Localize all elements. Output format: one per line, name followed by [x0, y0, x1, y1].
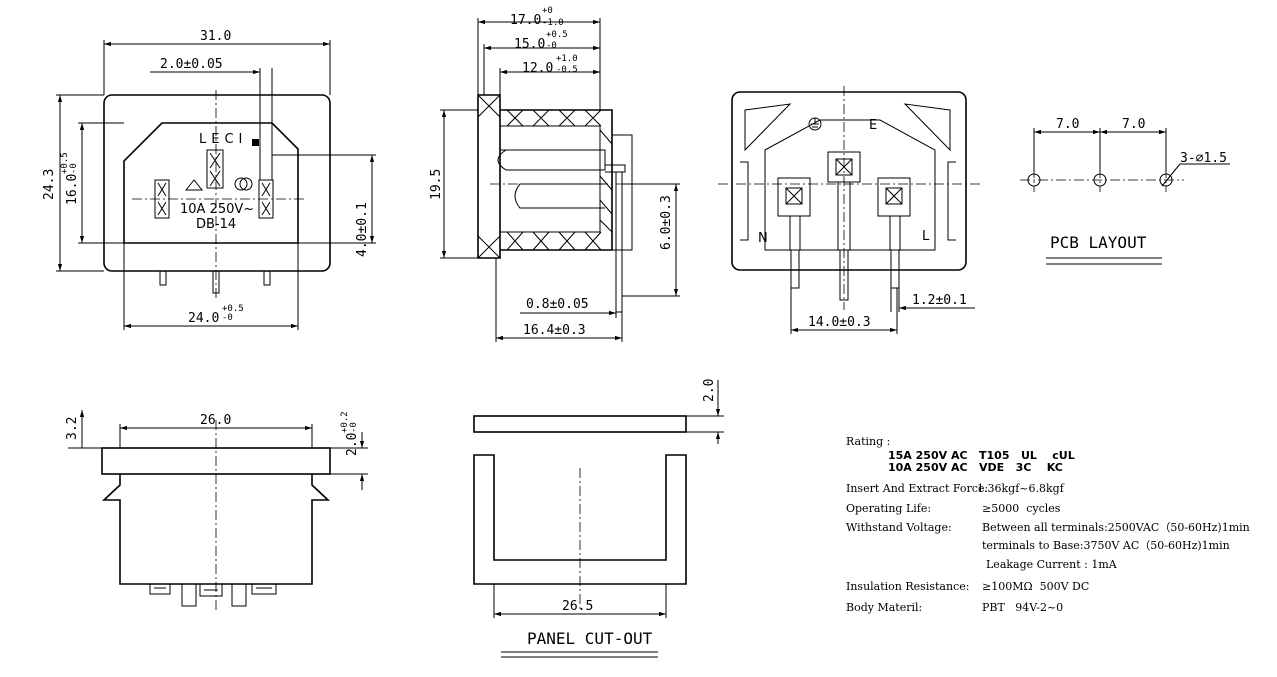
- dim-pcb-holes: 3-∅1.5: [1180, 151, 1227, 166]
- dim-side-12-tol-up: +1.0: [556, 54, 578, 64]
- dim-front-bottom-tol-up: +0.5: [222, 304, 244, 314]
- spec-label-life: Operating Life:: [846, 502, 931, 515]
- dim-pcb-left: 7.0: [1056, 117, 1079, 132]
- dim-front-width: 31.0: [200, 29, 231, 44]
- spec-value-leakage: Leakage Current : 1mA: [986, 558, 1118, 571]
- rear-side-tabs: [740, 161, 956, 241]
- panel-plate: [473, 415, 687, 433]
- dim-side-12-tol-dn: -0.5: [556, 65, 578, 75]
- dim-side-height: 19.5: [429, 169, 444, 200]
- qr-mark: [252, 139, 259, 146]
- spec-label-force: Insert And Extract Force:: [846, 482, 988, 495]
- side-hatch: [506, 109, 613, 251]
- spec-value-withstand-2: terminals to Base:3750V AC（50-60Hz)1min: [982, 539, 1230, 552]
- side-terminal-pin: [615, 171, 623, 313]
- side-clip: [605, 164, 626, 173]
- rear-terminal-live: [877, 177, 911, 289]
- front-brand: LECI: [199, 132, 247, 147]
- dim-side-17-tol-dn: -1.0: [542, 18, 564, 28]
- spec-label-material: Body Materil:: [846, 601, 922, 614]
- dim-front-inner-tol-up: +0.5: [60, 152, 70, 174]
- pcb-layout: 7.0 7.0 3-∅1.5 PCB LAYOUT: [1020, 117, 1230, 265]
- bottom-view: 26.0 3.2 2.0 +0.2 -0: [65, 410, 368, 612]
- specifications: Rating : 15A 250V AC T105 UL cUL 10A 250…: [846, 435, 1250, 614]
- rear-earth-label: E: [869, 118, 877, 133]
- rear-neutral-label: N: [758, 231, 768, 246]
- dim-bottom-thickness: 2.0: [345, 433, 360, 456]
- dim-bottom-tol-up: +0.2: [340, 411, 350, 433]
- rear-corner-latches: [744, 103, 951, 152]
- cert-triangle-icon: [184, 179, 204, 191]
- dim-side-15: 15.0: [514, 37, 545, 52]
- dim-front-bottom-tol-dn: -0: [222, 313, 233, 323]
- dim-side-12: 12.0: [522, 61, 553, 76]
- dim-front-inner-height: 16.0: [65, 174, 80, 205]
- rear-view: E N L 14.0±0.3 1.2±0.1: [718, 86, 980, 334]
- dim-side-17-tol-up: +0: [542, 6, 553, 16]
- dim-panel-thickness: 2.0: [702, 379, 717, 402]
- dim-bottom-width: 26.0: [200, 413, 231, 428]
- front-flange-outline: [103, 94, 331, 272]
- side-wall: [500, 109, 612, 251]
- dim-front-inner-tol-dn: -0: [69, 163, 79, 174]
- spec-value-force: 1.36kgf~6.8kgf: [977, 482, 1065, 495]
- panel-cutout: 2.0 26.5 PANEL CUT-OUT: [473, 379, 724, 658]
- side-flange-hatch: [477, 94, 501, 259]
- spec-rating-label: Rating :: [846, 435, 890, 448]
- dim-side-15-tol-up: +0.5: [546, 30, 568, 40]
- spec-rating-line1: 15A 250V AC T105 UL cUL: [888, 449, 1075, 462]
- spec-value-material: PBT 94V-2~0: [982, 601, 1063, 614]
- front-pin-center: [206, 149, 224, 189]
- earth-symbol-lines: [811, 118, 819, 128]
- pcb-layout-title: PCB LAYOUT: [1050, 233, 1147, 252]
- dim-side-6: 6.0±0.3: [659, 195, 674, 250]
- rear-terminal-neutral: [777, 177, 811, 289]
- side-view: 17.0 +0 -1.0 15.0 +0.5 -0 12.0 +1.0 -0.5…: [429, 6, 680, 342]
- dim-bottom-flange: 3.2: [65, 417, 80, 440]
- dim-side-pin: 0.8±0.05: [526, 297, 589, 312]
- dim-side-15-tol-dn: -0: [546, 41, 557, 51]
- spec-value-withstand-1: Between all terminals:2500VAC（50-60Hz)1m…: [982, 521, 1250, 534]
- rear-outline: [731, 91, 967, 271]
- side-flange: [477, 94, 501, 259]
- side-pin-lower: [514, 183, 605, 209]
- dim-pcb-right: 7.0: [1122, 117, 1145, 132]
- dim-side-depth: 16.4±0.3: [523, 323, 586, 338]
- dim-panel-width: 26.5: [562, 599, 593, 614]
- spec-label-withstand: Withstand Voltage:: [846, 521, 952, 534]
- spec-value-insulation: ≥100MΩ 500V DC: [982, 580, 1089, 593]
- dim-rear-pitch: 14.0±0.3: [808, 315, 871, 330]
- dim-rear-pin-width: 1.2±0.1: [912, 293, 967, 308]
- dim-front-pin-offset: 2.0±0.05: [160, 57, 223, 72]
- dim-side-17: 17.0: [510, 13, 541, 28]
- spec-rating-line2: 10A 250V AC VDE 3C KC: [888, 461, 1063, 474]
- spec-value-life: ≥5000 cycles: [982, 502, 1061, 515]
- cert-ccc-icon-2: [239, 177, 253, 191]
- front-legs: [159, 271, 271, 294]
- panel-cutout-title: PANEL CUT-OUT: [527, 629, 653, 648]
- side-pin-upper: [497, 149, 606, 171]
- dim-front-height: 24.3: [42, 169, 57, 200]
- spec-label-insulation: Insulation Resistance:: [846, 580, 969, 593]
- side-body: [500, 109, 613, 251]
- dim-bottom-tol-dn: -0: [349, 422, 359, 433]
- panel-cut-shape: [473, 454, 687, 585]
- rear-live-label: L: [922, 229, 930, 244]
- cert-ccc-icon: [234, 177, 248, 191]
- dim-front-right: 4.0±0.1: [355, 202, 370, 257]
- front-marking-rating: 10A 250V~: [180, 202, 254, 217]
- dim-front-bottom: 24.0: [188, 311, 219, 326]
- bottom-pins: [149, 584, 277, 607]
- front-view: LECI 10A 250V~ DB-14 31.0 2.0±0.05 24.3 …: [42, 29, 376, 330]
